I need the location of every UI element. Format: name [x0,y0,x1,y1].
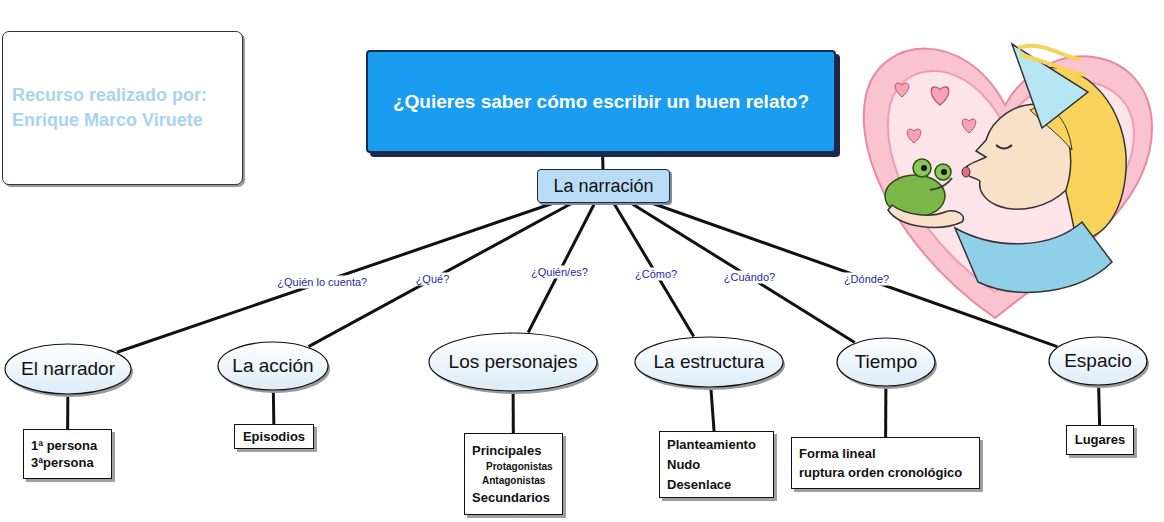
concept-ellipse: Espacio [1048,336,1148,386]
node-text: 1ª persona [31,437,104,454]
node-text: La estructura [654,351,765,373]
root-box: La narración [537,169,670,203]
small-heart [962,119,976,133]
node-text: Nudo [667,455,766,475]
edge-label: ¿Dónde? [842,273,891,286]
connector-line [631,203,855,343]
edge-label: ¿Quién/es? [529,265,590,278]
node-text: Planteamiento [667,435,766,455]
princess-frog-illustration [864,44,1152,318]
connector-line [66,395,69,429]
node-text: Lugares [1074,432,1126,448]
girl-lips [962,167,970,177]
edge-label: ¿Qué? [414,273,452,286]
ellipse-body [635,337,783,387]
node-text: Los personajes [449,351,578,373]
frog-pupil [921,165,927,171]
detail-box: PlanteamientoNudoDesenlace [659,431,774,498]
connector-line [272,391,275,424]
credit-box: Recurso realizado por: Enrique Marco Vir… [2,31,243,185]
node-text: Episodios [242,429,306,445]
connector-line [1097,386,1101,425]
connector-line [117,203,554,352]
connector-line [711,388,714,431]
connector-line [884,387,887,437]
node-text: ruptura orden cronológico [799,463,972,482]
connector-line [652,203,1058,347]
detail-box: Forma linealruptura orden cronológico [791,437,980,489]
node-text: Recurso realizado por: Enrique Marco Vir… [12,83,233,133]
hat-ribbon [1018,46,1085,75]
title-box: ¿Quieres saber cómo escribir un buen rel… [366,50,836,153]
node-text: Desenlace [667,475,766,495]
party-hat [1012,44,1088,128]
concept-ellipse: Tiempo [836,337,936,387]
ellipse-body [837,338,935,386]
concept-ellipse: La acción [217,341,329,391]
node-text: 3ªpersona [31,454,104,471]
node-text: Protagonistas [472,460,555,474]
frog-eye [913,159,931,177]
node-text: Antagonistas [472,474,555,488]
ellipse-body [1049,337,1147,385]
node-text: Tiempo [855,351,918,373]
detail-box: Lugares [1066,425,1134,455]
node-text: La acción [232,355,313,377]
node-text: El narrador [21,358,115,380]
detail-box: Episodios [234,424,314,449]
connector-line [614,203,694,337]
node-text: ¿Quieres saber cómo escribir un buen rel… [393,90,809,114]
frog-pupil [941,169,947,175]
concept-ellipse: El narrador [4,343,132,395]
small-heart [907,129,921,143]
ellipse-body [218,342,328,390]
concept-ellipse: La estructura [634,336,784,388]
node-text: La narración [553,175,653,197]
small-heart [931,87,949,105]
connector-line [601,153,604,169]
node-text: Forma lineal [799,444,972,463]
detail-box: 1ª persona3ªpersona [23,429,112,479]
edge-label: ¿Cómo? [633,267,679,280]
node-text: Espacio [1064,350,1132,372]
small-heart [895,83,909,97]
connector-line [512,392,515,433]
connector-line [528,203,595,332]
girl-shirt [955,222,1112,292]
frog-eye [935,164,951,180]
frog-mouth [930,178,952,190]
node-text: Secundarios [472,488,555,507]
edge-label: ¿Quién lo cuenta? [275,276,369,289]
edge-label: ¿Cuándo? [722,270,777,283]
concept-ellipse: Los personajes [428,332,598,392]
ellipse-body [5,344,131,394]
girl-hands [888,205,964,227]
detail-box: PrincipalesProtagonistasAntagonistasSecu… [464,433,563,515]
ellipse-body [429,333,597,391]
girl-eye [996,145,1012,149]
node-text: Principales [472,442,555,460]
big-heart [864,49,1152,318]
